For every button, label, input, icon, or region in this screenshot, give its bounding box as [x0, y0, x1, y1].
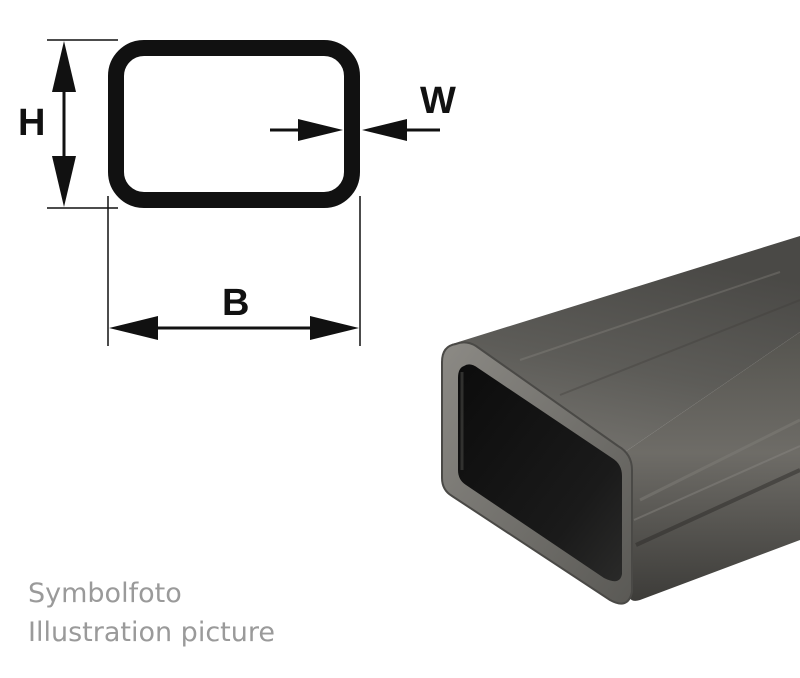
height-arrow-up	[52, 41, 76, 92]
caption-symbolfoto: Symbolfoto	[28, 578, 182, 609]
height-label: H	[18, 102, 46, 144]
width-arrow-right	[310, 316, 359, 340]
wall-arrow-right	[298, 119, 343, 141]
caption-illustration: Illustration picture	[28, 617, 275, 648]
tube-side-face	[625, 332, 800, 601]
tube-inner-opening	[458, 364, 622, 582]
steel-tube-illustration	[441, 236, 800, 605]
wall-thickness-label: W	[420, 80, 456, 122]
width-arrow-left	[109, 316, 158, 340]
width-label: B	[222, 282, 250, 324]
wall-arrow-left	[362, 119, 407, 141]
height-arrow-down	[52, 156, 76, 207]
tube-profile-outline	[108, 40, 360, 208]
